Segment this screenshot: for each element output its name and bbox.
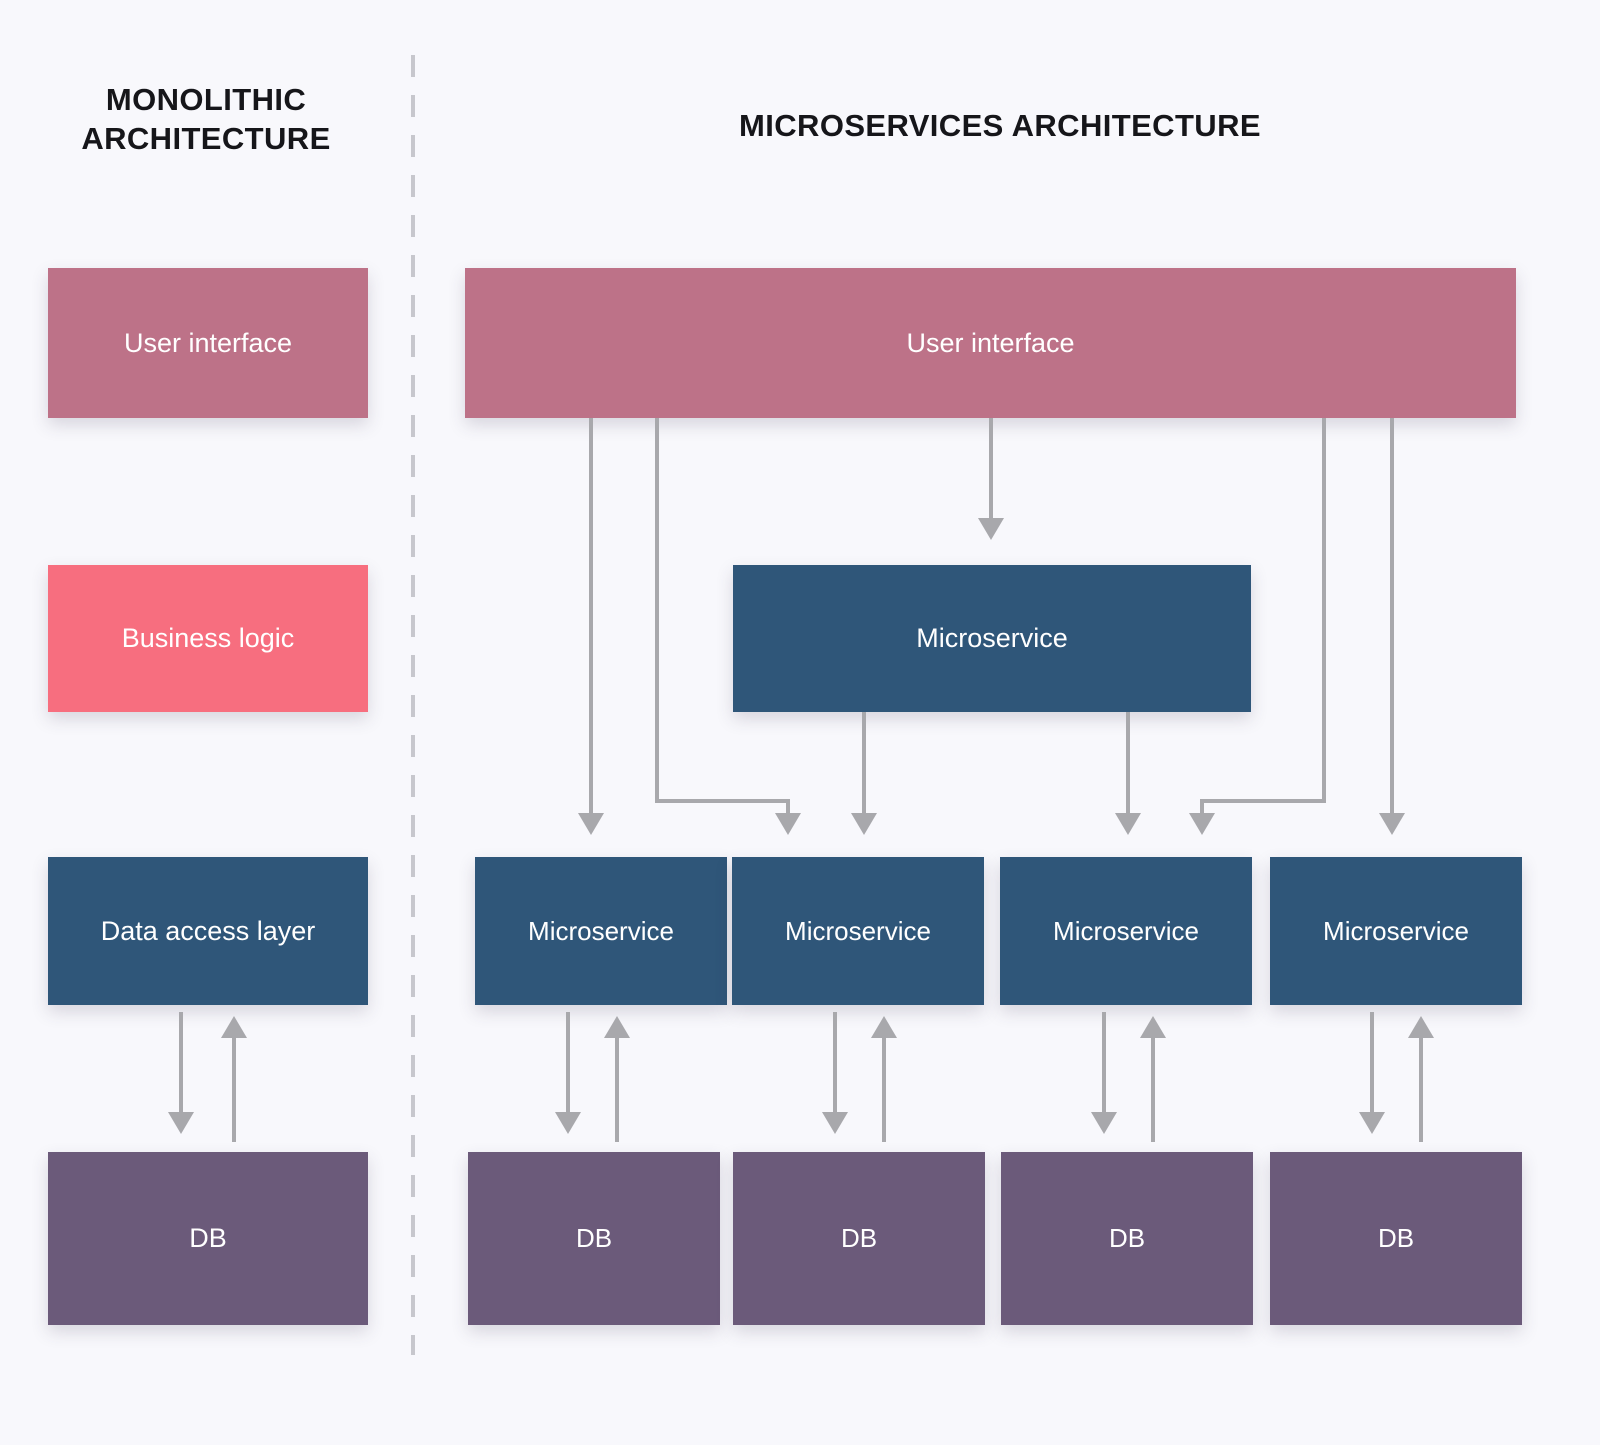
connector-db-1-to-service-1-line [615, 1037, 619, 1142]
micro-node-service-3-label: Microservice [1053, 915, 1199, 946]
connector-db-2-to-service-2-line [882, 1037, 886, 1142]
mono-node-db: DB [48, 1152, 368, 1325]
micro-node-service-4-label: Microservice [1323, 915, 1469, 946]
micro-node-service-4: Microservice [1270, 857, 1522, 1005]
mono-node-user-interface: User interface [48, 268, 368, 418]
micro-node-service-2-label: Microservice [785, 915, 931, 946]
connector-top-service-to-service-2-head [851, 813, 877, 835]
micro-node-db-1: DB [468, 1152, 720, 1325]
connector-db-4-to-service-4-line [1419, 1037, 1423, 1142]
connector-ui-to-top-service-head [978, 518, 1004, 540]
micro-node-db-2: DB [733, 1152, 985, 1325]
micro-node-service-1-label: Microservice [528, 915, 674, 946]
microservices-title: MICROSERVICES ARCHITECTURE [739, 108, 1261, 143]
micro-node-top-service: Microservice [733, 565, 1251, 712]
connector-db-2-to-service-2-head [871, 1016, 897, 1038]
connector-ui-to-service-3-vline-b [1200, 799, 1204, 818]
connector-ui-to-service-1-head [578, 813, 604, 835]
connector-ui-to-service-3-hline [1200, 799, 1326, 803]
micro-node-db-1-label: DB [575, 1223, 613, 1253]
mono-node-business-logic: Business logic [48, 565, 368, 712]
micro-node-service-2: Microservice [732, 857, 984, 1005]
mono-node-business-logic-label: Business logic [121, 623, 295, 653]
micro-node-db-4: DB [1270, 1152, 1522, 1325]
mono-connector-dal-to-db-line [179, 1012, 183, 1117]
mono-node-data-access-layer: Data access layer [48, 857, 368, 1005]
connector-ui-to-service-2-vline-b [786, 799, 790, 818]
connector-service-3-to-db-3-line [1102, 1012, 1106, 1117]
mono-node-data-access-layer-label: Data access layer [100, 915, 316, 946]
connector-ui-to-service-4-head [1379, 813, 1405, 835]
connector-ui-to-service-2-hline [655, 799, 790, 803]
connector-service-1-to-db-1-line [566, 1012, 570, 1117]
connector-db-3-to-service-3-head [1140, 1016, 1166, 1038]
mono-node-db-label: DB [189, 1223, 227, 1253]
micro-node-top-service-label: Microservice [916, 623, 1068, 653]
connector-top-service-to-service-2-line [862, 712, 866, 818]
mono-connector-db-to-dal-line [232, 1037, 236, 1142]
micro-node-user-interface: User interface [465, 268, 1516, 418]
micro-node-db-3: DB [1001, 1152, 1253, 1325]
connector-top-service-to-service-3-head [1115, 813, 1141, 835]
micro-node-service-1: Microservice [475, 857, 727, 1005]
connector-service-2-to-db-2-head [822, 1112, 848, 1134]
micro-node-service-3: Microservice [1000, 857, 1252, 1005]
mono-node-user-interface-label: User interface [123, 327, 293, 358]
connector-ui-to-service-2-vline-a [655, 418, 659, 803]
micro-node-db-4-label: DB [1377, 1223, 1415, 1253]
connector-ui-to-service-3-head [1189, 813, 1215, 835]
micro-node-user-interface-label: User interface [906, 327, 1075, 358]
connector-ui-to-service-4-line [1390, 418, 1394, 818]
connector-service-3-to-db-3-head [1091, 1112, 1117, 1134]
connector-service-4-to-db-4-line [1370, 1012, 1374, 1117]
connector-service-4-to-db-4-head [1359, 1112, 1385, 1134]
connector-service-1-to-db-1-head [555, 1112, 581, 1134]
mono-connector-db-to-dal-head [221, 1016, 247, 1038]
micro-node-db-2-label: DB [840, 1223, 878, 1253]
section-divider [411, 55, 415, 1355]
connector-ui-to-service-3-vline-a [1322, 418, 1326, 803]
connector-ui-to-service-2-head [775, 813, 801, 835]
connector-ui-to-top-service-line [989, 418, 993, 523]
connector-db-3-to-service-3-line [1151, 1037, 1155, 1142]
connector-service-2-to-db-2-line [833, 1012, 837, 1117]
mono-connector-dal-to-db-head [168, 1112, 194, 1134]
monolithic-title: MONOLITHIC ARCHITECTURE [81, 82, 331, 157]
connector-db-4-to-service-4-head [1408, 1016, 1434, 1038]
connector-top-service-to-service-3-line [1126, 712, 1130, 818]
micro-node-db-3-label: DB [1108, 1223, 1146, 1253]
connector-db-1-to-service-1-head [604, 1016, 630, 1038]
connector-ui-to-service-1-line [589, 418, 593, 818]
